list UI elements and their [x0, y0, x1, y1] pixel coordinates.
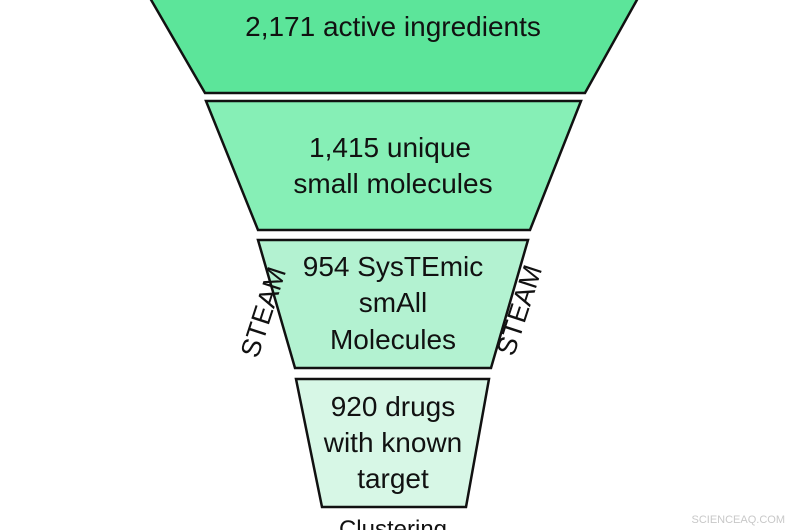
- funnel-stage-3: [256, 238, 530, 370]
- stage-1-label: 2,171 active ingredients: [245, 11, 541, 42]
- stage-3-label-line-2: smAll: [359, 287, 427, 318]
- stage-3-label-line-3: Molecules: [330, 324, 456, 355]
- stage-4-label-line-2: with known: [323, 427, 463, 458]
- stage-4-label-line-1: 920 drugs: [331, 391, 456, 422]
- funnel-stage-4: [294, 377, 491, 509]
- stage-4-label-line-3: target: [357, 463, 429, 494]
- stage-3-label-line-1: 954 SysTEmic: [303, 251, 484, 282]
- stage-2-label-line-2: small molecules: [293, 168, 492, 199]
- footer-label: Clustering: [339, 516, 447, 530]
- funnel-stage-2: [204, 99, 583, 232]
- stage-2-label-line-1: 1,415 unique: [309, 132, 471, 163]
- funnel-stage-1: [149, 0, 639, 95]
- watermark: SCIENCEAQ.COM: [691, 514, 785, 526]
